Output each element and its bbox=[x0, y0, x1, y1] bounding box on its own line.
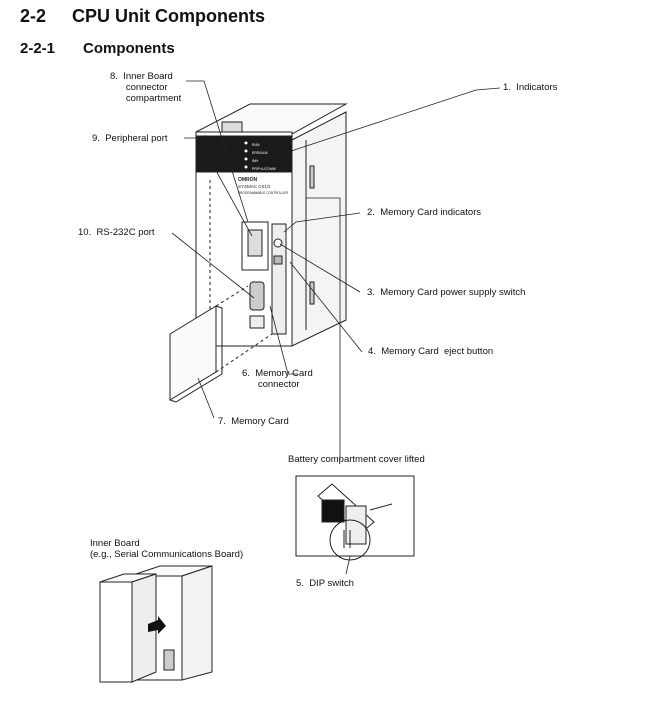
memory-card-drawing bbox=[169, 305, 217, 401]
callout-memory-card: 7. Memory Card bbox=[218, 416, 289, 427]
inner-board-drawing bbox=[99, 581, 133, 683]
callout-memory-card-eject-button: 4. Memory Card eject button bbox=[368, 346, 494, 357]
callout-battery-cover: Battery compartment cover lifted bbox=[288, 454, 425, 465]
subsection-heading: 2-2-1 Components bbox=[20, 40, 175, 57]
callout-indicators: 1. Indicators bbox=[503, 82, 558, 93]
memory-card-slot bbox=[271, 223, 287, 335]
dip-switch-highlight bbox=[329, 519, 371, 561]
callout-inner-board: Inner Board (e.g., Serial Communications… bbox=[90, 538, 244, 560]
subsection-title: Components bbox=[83, 40, 175, 57]
led-label-inh: INH bbox=[252, 159, 259, 163]
led-label-run: RUN bbox=[252, 143, 260, 147]
callout-memory-card-power-switch: 3. Memory Card power supply switch bbox=[367, 287, 526, 298]
callout-inner-board-compartment: 8. Inner Board connector compartment bbox=[110, 71, 182, 104]
memory-card-power-switch bbox=[273, 238, 283, 248]
subsection-number: 2-2-1 bbox=[20, 40, 56, 57]
led-label-comm: PRPHL/COMM bbox=[252, 167, 276, 171]
callout-dip-switch: 5. DIP switch bbox=[296, 578, 354, 589]
insert-arrow-icon bbox=[148, 616, 166, 634]
indicator-panel bbox=[195, 135, 293, 173]
memory-card-eject-button bbox=[273, 255, 283, 265]
section-heading: 2-2 CPU Unit Components bbox=[20, 6, 265, 27]
callout-peripheral-port: 9. Peripheral port bbox=[92, 133, 168, 144]
led-label-err: ERR/ALM bbox=[252, 151, 268, 155]
battery-drawing bbox=[321, 499, 345, 523]
callout-memory-card-connector: 6. Memory Card connector bbox=[242, 368, 313, 390]
section-number: 2-2 bbox=[20, 6, 47, 26]
rs232c-connector bbox=[249, 281, 265, 311]
section-title: CPU Unit Components bbox=[72, 6, 265, 26]
callout-memory-card-indicators: 2. Memory Card indicators bbox=[367, 207, 482, 218]
brand-marking: OMRON bbox=[238, 177, 258, 183]
unit-side-face bbox=[291, 111, 347, 347]
model-marking: SYSMAC CS1G bbox=[238, 184, 271, 189]
peripheral-port-connector bbox=[247, 229, 263, 257]
sub-marking: PROGRAMMABLE CONTROLLER bbox=[238, 191, 289, 195]
callout-rs232c-port: 10. RS-232C port bbox=[78, 227, 155, 238]
